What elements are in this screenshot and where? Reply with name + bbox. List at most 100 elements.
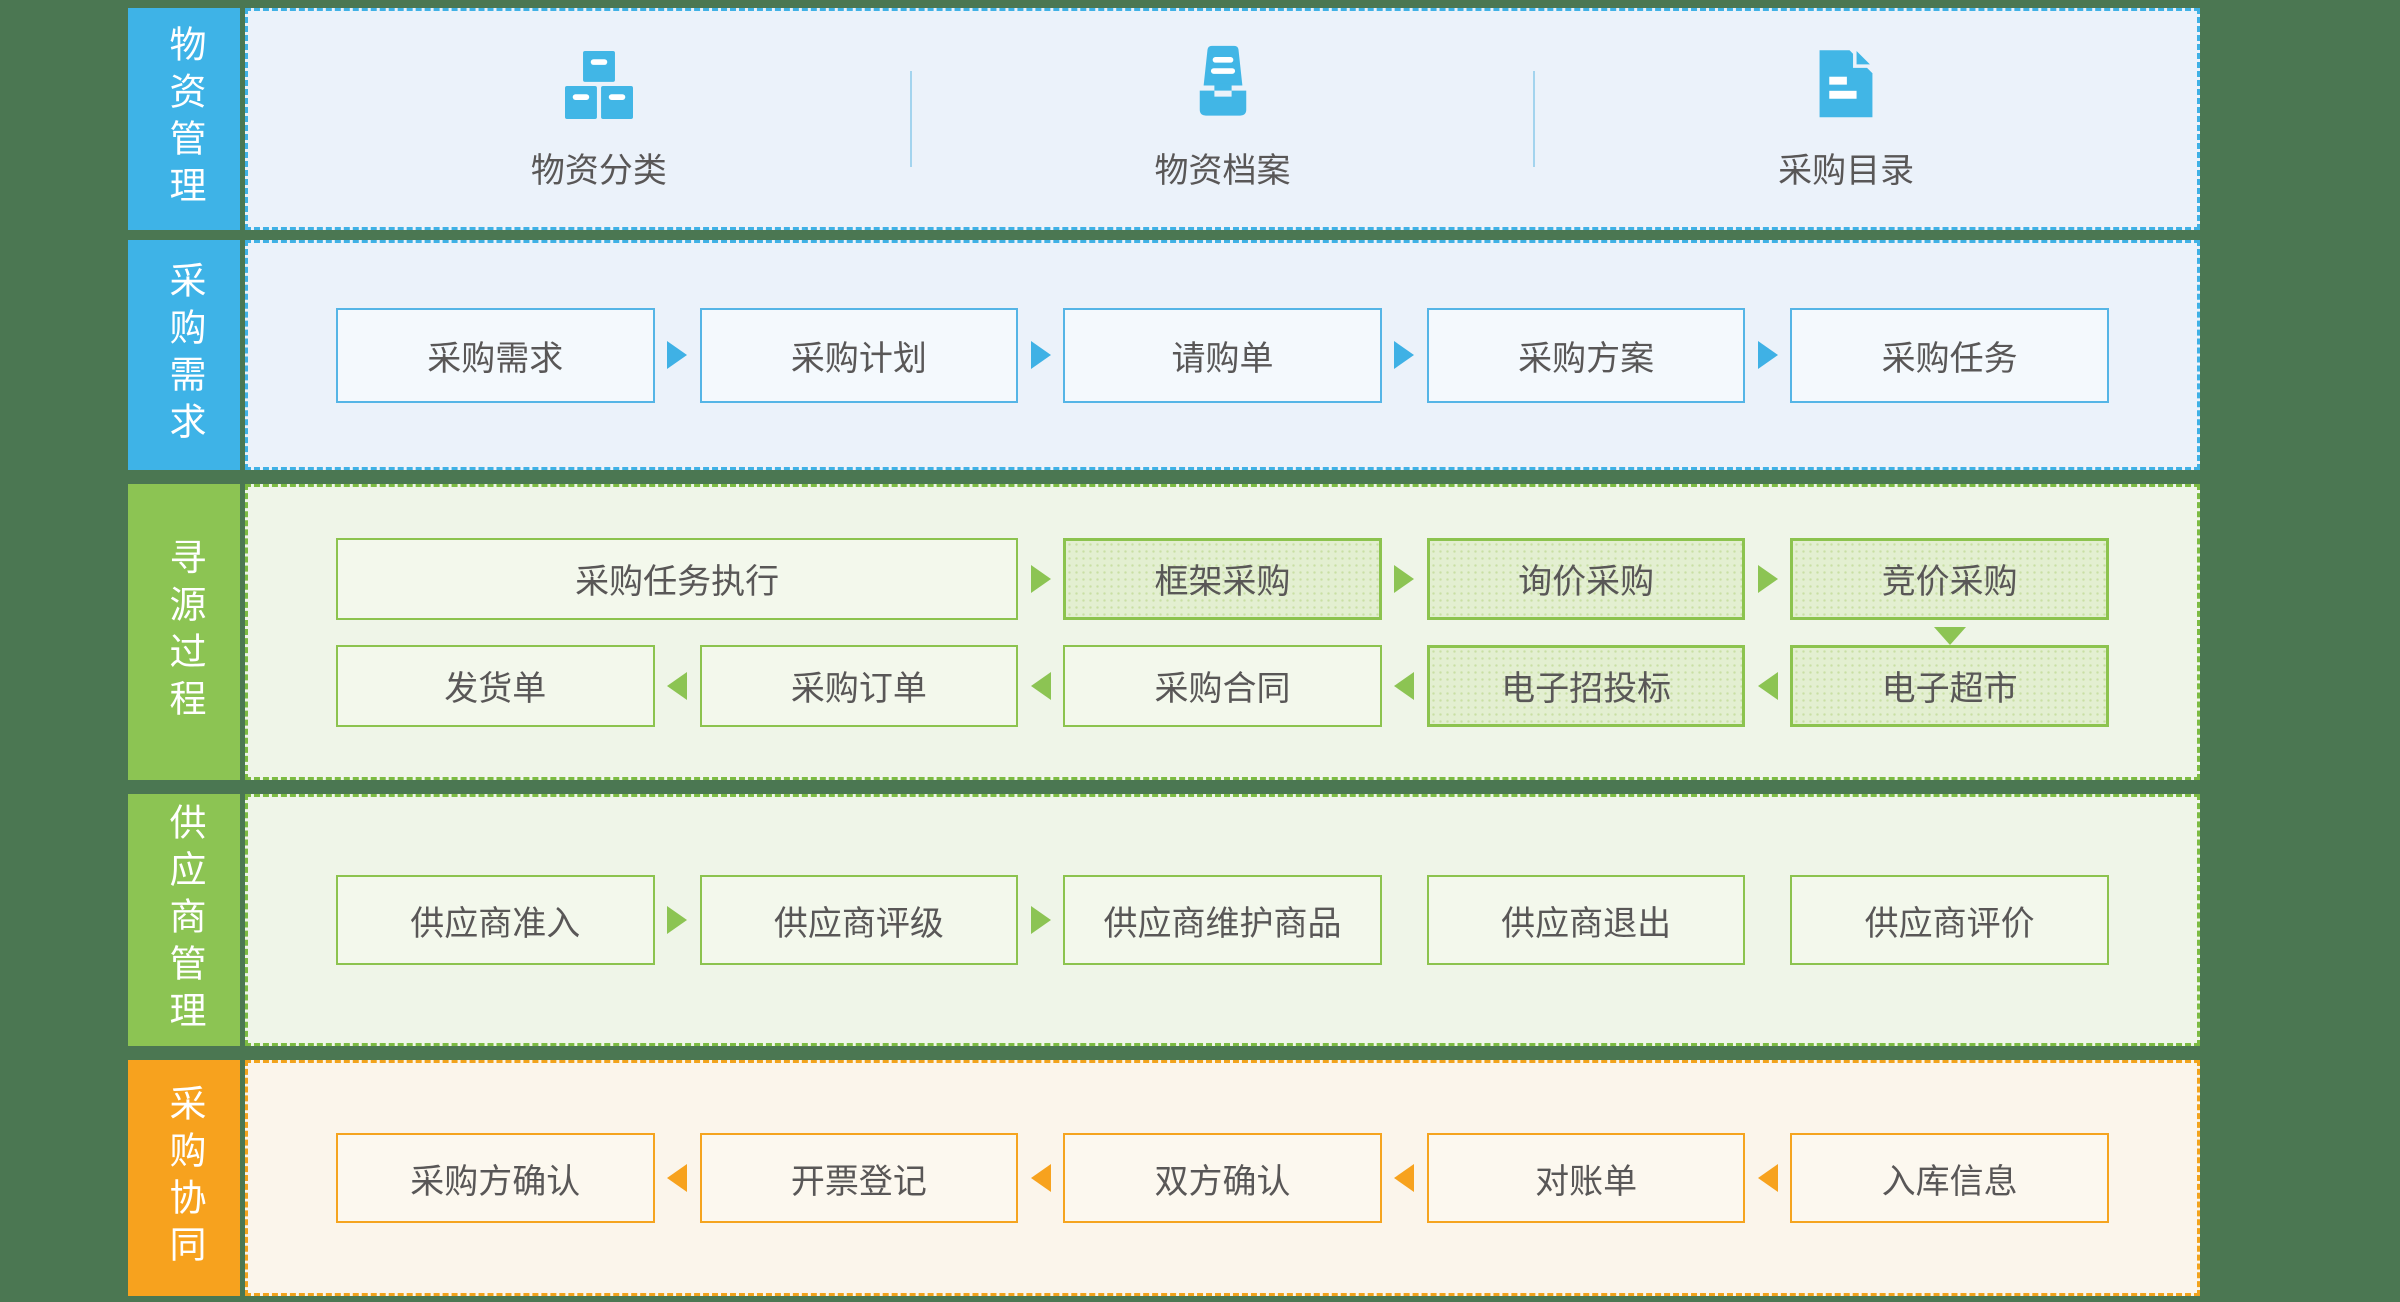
flow-step: 竞价采购 <box>1790 537 2109 645</box>
step-box: 入库信息 <box>1790 1133 2109 1223</box>
sourcing-rows: 采购任务执行 框架采购 询价采购 竞价采购 <box>248 537 2197 727</box>
flow-step: 请购单 <box>1063 307 1415 403</box>
flow-step: 采购方案 <box>1426 307 1778 403</box>
band-label-text: 物资管理 <box>164 25 205 213</box>
arrow-right-icon <box>1018 341 1063 369</box>
step-box: 供应商评级 <box>699 875 1019 965</box>
step-box: 电子招投标 <box>1426 644 1746 727</box>
arrow-right-icon <box>1745 341 1790 369</box>
flow-step: 采购任务执行 <box>336 537 1051 620</box>
purchase-demand-panel: 采购需求 采购计划 请购单 采购方案 采购任务 <box>245 240 2200 470</box>
flow-step: 采购任务 <box>1790 307 2109 403</box>
arrow-right-icon <box>1382 564 1427 593</box>
sourcing-process-panel: 采购任务执行 框架采购 询价采购 竞价采购 <box>245 484 2200 780</box>
divider <box>1533 71 1536 167</box>
step-box: 竞价采购 <box>1790 537 2109 620</box>
band-label-text: 采购协同 <box>164 1084 205 1272</box>
flow-step: 开票登记 <box>667 1133 1019 1223</box>
step-box: 请购单 <box>1063 307 1382 403</box>
item-label: 物资分类 <box>530 151 667 190</box>
step-box: 采购合同 <box>1063 644 1382 727</box>
purchase-collaboration-panel: 采购方确认 开票登记 双方确认 对账单 入库信息 <box>245 1060 2200 1296</box>
flow-step: 采购需求 <box>336 307 688 403</box>
arrow-left-icon <box>1018 1164 1063 1192</box>
step-box: 双方确认 <box>1063 1133 1382 1223</box>
arrow-left-icon <box>1745 671 1790 700</box>
document-icon <box>1814 41 1879 119</box>
step-box: 电子超市 <box>1790 644 2109 727</box>
step-box: 采购任务 <box>1790 307 2109 403</box>
band-label-sourcing-process: 寻源过程 <box>128 484 240 780</box>
step-box: 询价采购 <box>1426 537 1746 620</box>
band-label-text: 供应商管理 <box>164 802 205 1038</box>
flow-step: 电子招投标 <box>1394 644 1746 727</box>
step-box: 对账单 <box>1426 1133 1746 1223</box>
archive-icon <box>1192 41 1254 119</box>
step-box: 开票登记 <box>699 1133 1019 1223</box>
step-box: 供应商退出 <box>1426 875 1746 965</box>
arrow-left-icon <box>1745 1164 1790 1192</box>
flow-step: 采购订单 <box>667 644 1019 727</box>
item-label: 物资档案 <box>1154 151 1291 190</box>
item-label: 采购目录 <box>1778 151 1915 190</box>
material-items-row: 物资分类 物资档案 <box>248 11 2197 227</box>
band-material-management: 物资管理 物资分类 <box>128 8 2200 230</box>
arrow-left-icon <box>1382 671 1427 700</box>
arrow-right-icon <box>655 906 700 934</box>
demand-flow-row: 采购需求 采购计划 请购单 采购方案 采购任务 <box>248 307 2197 403</box>
step-box: 供应商评价 <box>1790 875 2109 965</box>
flow-step: 采购计划 <box>699 307 1051 403</box>
arrow-right-icon <box>1745 564 1790 593</box>
step-box: 采购方确认 <box>336 1133 655 1223</box>
arrow-right-icon <box>655 341 700 369</box>
flow-step: 入库信息 <box>1757 1133 2109 1223</box>
arrow-right-icon <box>1018 906 1063 934</box>
supplier-flow-row: 供应商准入 供应商评级 供应商维护商品 供应商退出 供应商评价 <box>248 875 2197 965</box>
flow-step: 供应商维护商品 <box>1063 875 1382 965</box>
arrow-right-icon <box>1018 564 1063 593</box>
flow-step: 框架采购 <box>1063 537 1415 620</box>
flow-step: 电子超市 <box>1757 644 2109 727</box>
boxes-icon <box>564 41 633 119</box>
flow-step: 供应商退出 <box>1426 875 1746 965</box>
flow-step: 供应商准入 <box>336 875 688 965</box>
arrow-left-icon <box>655 671 700 700</box>
band-sourcing-process: 寻源过程 采购任务执行 框架采购 询价采购 <box>128 484 2200 780</box>
step-box: 采购任务执行 <box>336 537 1019 620</box>
flow-step: 供应商评级 <box>699 875 1051 965</box>
flow-step: 采购方确认 <box>336 1133 655 1223</box>
item-material-archive: 物资档案 <box>912 41 1534 192</box>
material-management-panel: 物资分类 物资档案 <box>245 8 2200 230</box>
band-purchase-demand: 采购需求 采购需求 采购计划 请购单 采购方案 <box>128 240 2200 470</box>
band-label-text: 寻源过程 <box>164 538 205 726</box>
band-label-purchase-collaboration: 采购协同 <box>128 1060 240 1296</box>
band-label-purchase-demand: 采购需求 <box>128 240 240 470</box>
step-box: 供应商准入 <box>336 875 655 965</box>
flow-step: 对账单 <box>1394 1133 1746 1223</box>
step-box: 采购计划 <box>699 307 1019 403</box>
step-box: 采购需求 <box>336 307 655 403</box>
step-box: 发货单 <box>336 644 655 727</box>
sourcing-row-bottom: 发货单 采购订单 采购合同 电子招投标 <box>248 644 2197 727</box>
supplier-management-panel: 供应商准入 供应商评级 供应商维护商品 供应商退出 供应商评价 <box>245 794 2200 1046</box>
collaboration-flow-row: 采购方确认 开票登记 双方确认 对账单 入库信息 <box>248 1133 2197 1223</box>
band-purchase-collaboration: 采购协同 采购方确认 开票登记 双方确认 对账单 <box>128 1060 2200 1296</box>
step-box: 采购方案 <box>1426 307 1746 403</box>
arrow-right-icon <box>1382 341 1427 369</box>
arrow-left-icon <box>1382 1164 1427 1192</box>
band-supplier-management: 供应商管理 供应商准入 供应商评级 供应商维护商品 供应商退出 <box>128 794 2200 1046</box>
step-box: 框架采购 <box>1063 537 1382 620</box>
flow-step: 发货单 <box>336 644 655 727</box>
arrow-left-icon <box>655 1164 700 1192</box>
item-material-category: 物资分类 <box>288 41 910 192</box>
arrow-down-icon <box>1933 626 1966 645</box>
band-label-material-management: 物资管理 <box>128 8 240 230</box>
item-purchase-catalog: 采购目录 <box>1535 41 2157 192</box>
band-label-text: 采购需求 <box>164 261 205 449</box>
sourcing-row-top: 采购任务执行 框架采购 询价采购 竞价采购 <box>248 537 2197 645</box>
flow-step: 询价采购 <box>1426 537 1778 620</box>
step-box: 供应商维护商品 <box>1063 875 1382 965</box>
flow-step: 双方确认 <box>1030 1133 1382 1223</box>
flow-step: 采购合同 <box>1030 644 1382 727</box>
step-box: 采购订单 <box>699 644 1019 727</box>
